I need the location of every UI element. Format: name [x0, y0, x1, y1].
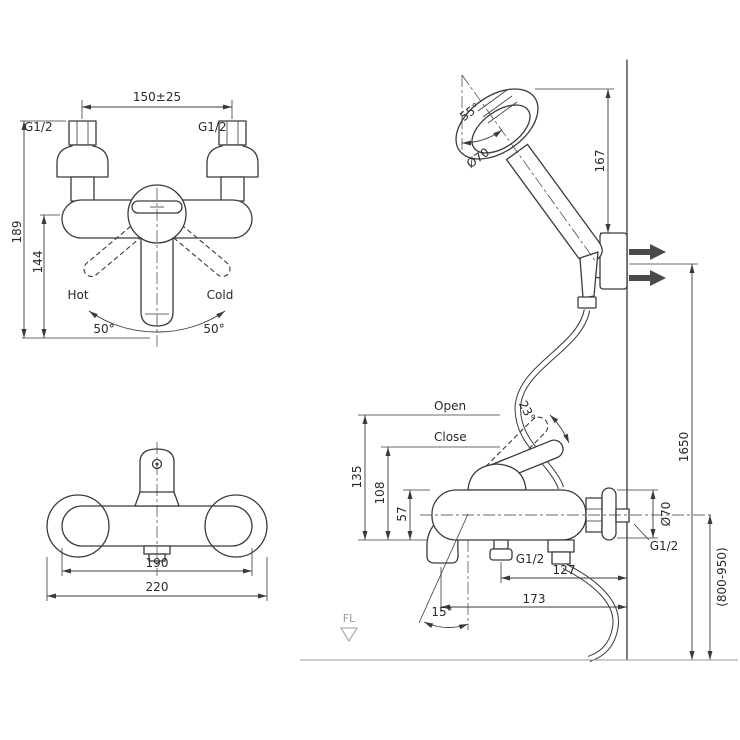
thread-left-label: G1/2 — [24, 120, 53, 134]
head-hatch — [487, 101, 518, 124]
shower-hose-lower-fill — [562, 563, 619, 662]
dim-height-close-label: 108 — [373, 482, 387, 505]
wall-thread-label: G1/2 — [650, 539, 679, 553]
angle-right-label: 50° — [203, 322, 224, 336]
spout-angle-label: 15° — [431, 605, 452, 619]
right-flange — [206, 144, 259, 178]
shower-outlet — [547, 539, 575, 553]
open-label: Open — [434, 399, 466, 413]
left-wall-flange — [46, 494, 110, 558]
spout-axis-line — [418, 513, 469, 624]
escutcheon-diameter-label: Ø70 — [659, 502, 673, 527]
angle-arc-right — [156, 310, 226, 333]
dim-height-total-label: 189 — [10, 221, 24, 244]
floor-level-label: FL — [343, 612, 356, 625]
right-nut — [218, 120, 247, 146]
dim-height-body-label: 57 — [395, 506, 409, 521]
head-hatch — [477, 89, 508, 112]
wall-pipe — [615, 508, 630, 523]
dim-shower-length-label: 167 — [593, 150, 607, 173]
dim-overall-width-label: 220 — [146, 580, 169, 594]
wall-anchor-bottom — [629, 270, 666, 286]
right-connector — [220, 176, 245, 202]
floor-level-symbol — [340, 627, 358, 642]
dim-width-label: 150±25 — [133, 90, 181, 104]
dim-install-height-label: (800-950) — [715, 547, 729, 607]
shower-angle-arc — [461, 129, 503, 146]
close-label: Close — [434, 430, 467, 444]
shower-hose-upper-fill — [515, 309, 590, 489]
hot-label: Hot — [67, 288, 88, 302]
thread-right-label: G1/2 — [198, 120, 227, 134]
outlet-thread-label: G1/2 — [516, 552, 545, 566]
dim-body-width-label: 190 — [146, 556, 169, 570]
front-view: 150±25 G1/2 G1/2 189 144 Hot Cold 50° 50… — [10, 90, 259, 350]
spout-angle-arc — [423, 621, 469, 630]
dim-height-open-label: 135 — [350, 466, 364, 489]
shower-bracket — [599, 232, 628, 290]
hose-connector — [579, 251, 599, 299]
dim-height-inner-label: 144 — [31, 251, 45, 274]
shower-axis — [461, 74, 597, 263]
dim-spout-to-wall-label: 173 — [523, 592, 546, 606]
left-nut — [68, 120, 97, 146]
side-view: 55° Ø70 167 Open Close 23° 135 108 57 G1… — [300, 59, 738, 663]
left-flange — [56, 144, 109, 178]
wall-anchor-top — [629, 244, 666, 260]
outlet-nut — [551, 551, 571, 565]
cartridge-dome — [467, 463, 527, 491]
escutcheon — [601, 487, 617, 541]
angle-arc-left — [88, 310, 158, 333]
cold-label: Cold — [207, 288, 234, 302]
handle-open-position — [482, 416, 549, 483]
angle-left-label: 50° — [93, 322, 114, 336]
diverter-stem — [493, 539, 509, 550]
hose-nut — [577, 296, 597, 309]
right-wall-flange — [204, 494, 268, 558]
dim-diverter-to-wall-label: 127 — [553, 563, 576, 577]
head-hatch — [482, 95, 513, 118]
handle-angle-arc — [549, 414, 570, 444]
left-connector — [70, 176, 95, 202]
dim-overall-height-label: 1650 — [677, 432, 691, 463]
diverter-knob — [489, 548, 513, 561]
leader-line — [633, 523, 650, 541]
bottom-view: 190 220 — [46, 442, 268, 601]
